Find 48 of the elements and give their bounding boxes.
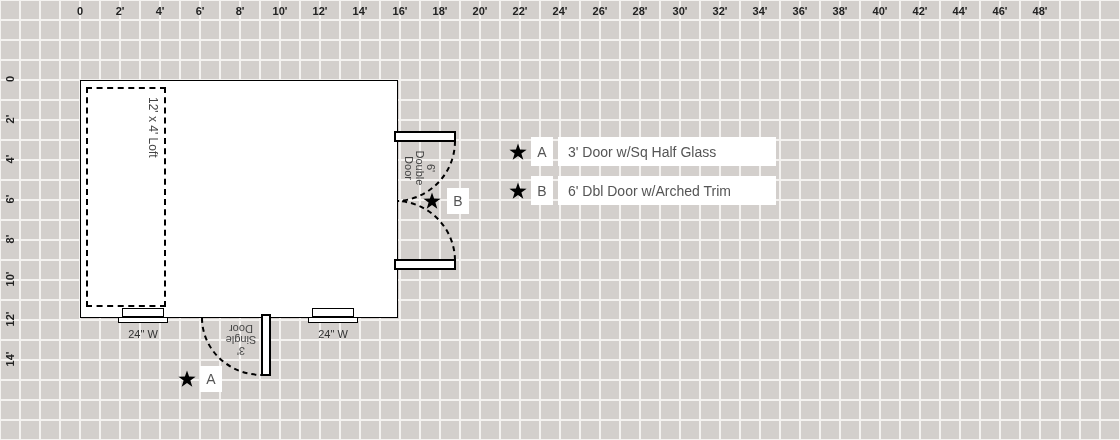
axis-tick-label: 34'	[751, 5, 769, 17]
axis-tick-label: 36'	[791, 5, 809, 17]
axis-tick-label: 48'	[1031, 5, 1049, 17]
axis-tick-label: 10'	[4, 270, 16, 289]
axis-tick-label: 14'	[351, 5, 369, 17]
window-width-label: 24" W	[317, 328, 349, 340]
axis-tick-label: 8'	[4, 233, 16, 246]
key-letter: B	[531, 176, 553, 205]
axis-tick-label: 6'	[4, 193, 16, 206]
axis-tick-label: 4'	[4, 153, 16, 166]
axis-tick-label: 2'	[114, 5, 126, 17]
axis-tick-label: 26'	[591, 5, 609, 17]
window	[308, 308, 358, 323]
key-letter: A	[531, 137, 553, 166]
door-label: 6' Double Door	[390, 145, 436, 191]
axis-tick-label: 44'	[951, 5, 969, 17]
axis-tick-label: 12'	[311, 5, 329, 17]
axis-tick-label: 22'	[511, 5, 529, 17]
axis-tick-label: 40'	[871, 5, 889, 17]
axis-tick-label: 8'	[234, 5, 246, 17]
door-label: 3' Single Door	[222, 312, 260, 356]
axis-tick-label: 0	[75, 5, 85, 17]
axis-tick-label: 30'	[671, 5, 689, 17]
axis-tick-label: 2'	[4, 113, 16, 126]
axis-tick-label: 24'	[551, 5, 569, 17]
loft-outline	[86, 87, 166, 307]
building-outline	[80, 80, 398, 318]
axis-tick-label: 28'	[631, 5, 649, 17]
axis-tick-label: 0	[4, 74, 16, 85]
marker-letter: A	[200, 366, 222, 392]
loft-label: 12' x 4' Loft	[146, 97, 160, 160]
marker-letter: B	[447, 188, 469, 214]
axis-tick-label: 10'	[271, 5, 289, 17]
axis-tick-label: 4'	[154, 5, 166, 17]
axis-tick-label: 14'	[4, 350, 16, 369]
axis-tick-label: 46'	[991, 5, 1009, 17]
axis-tick-label: 16'	[391, 5, 409, 17]
window-width-label: 24" W	[127, 328, 159, 340]
window	[118, 308, 168, 323]
axis-tick-label: 18'	[431, 5, 449, 17]
axis-tick-label: 38'	[831, 5, 849, 17]
axis-tick-label: 6'	[194, 5, 206, 17]
axis-tick-label: 20'	[471, 5, 489, 17]
legend-text: 3' Door w/Sq Half Glass	[558, 137, 776, 166]
axis-tick-label: 32'	[711, 5, 729, 17]
axis-tick-label: 12'	[4, 310, 16, 329]
axis-tick-label: 42'	[911, 5, 929, 17]
legend-text: 6' Dbl Door w/Arched Trim	[558, 176, 776, 205]
